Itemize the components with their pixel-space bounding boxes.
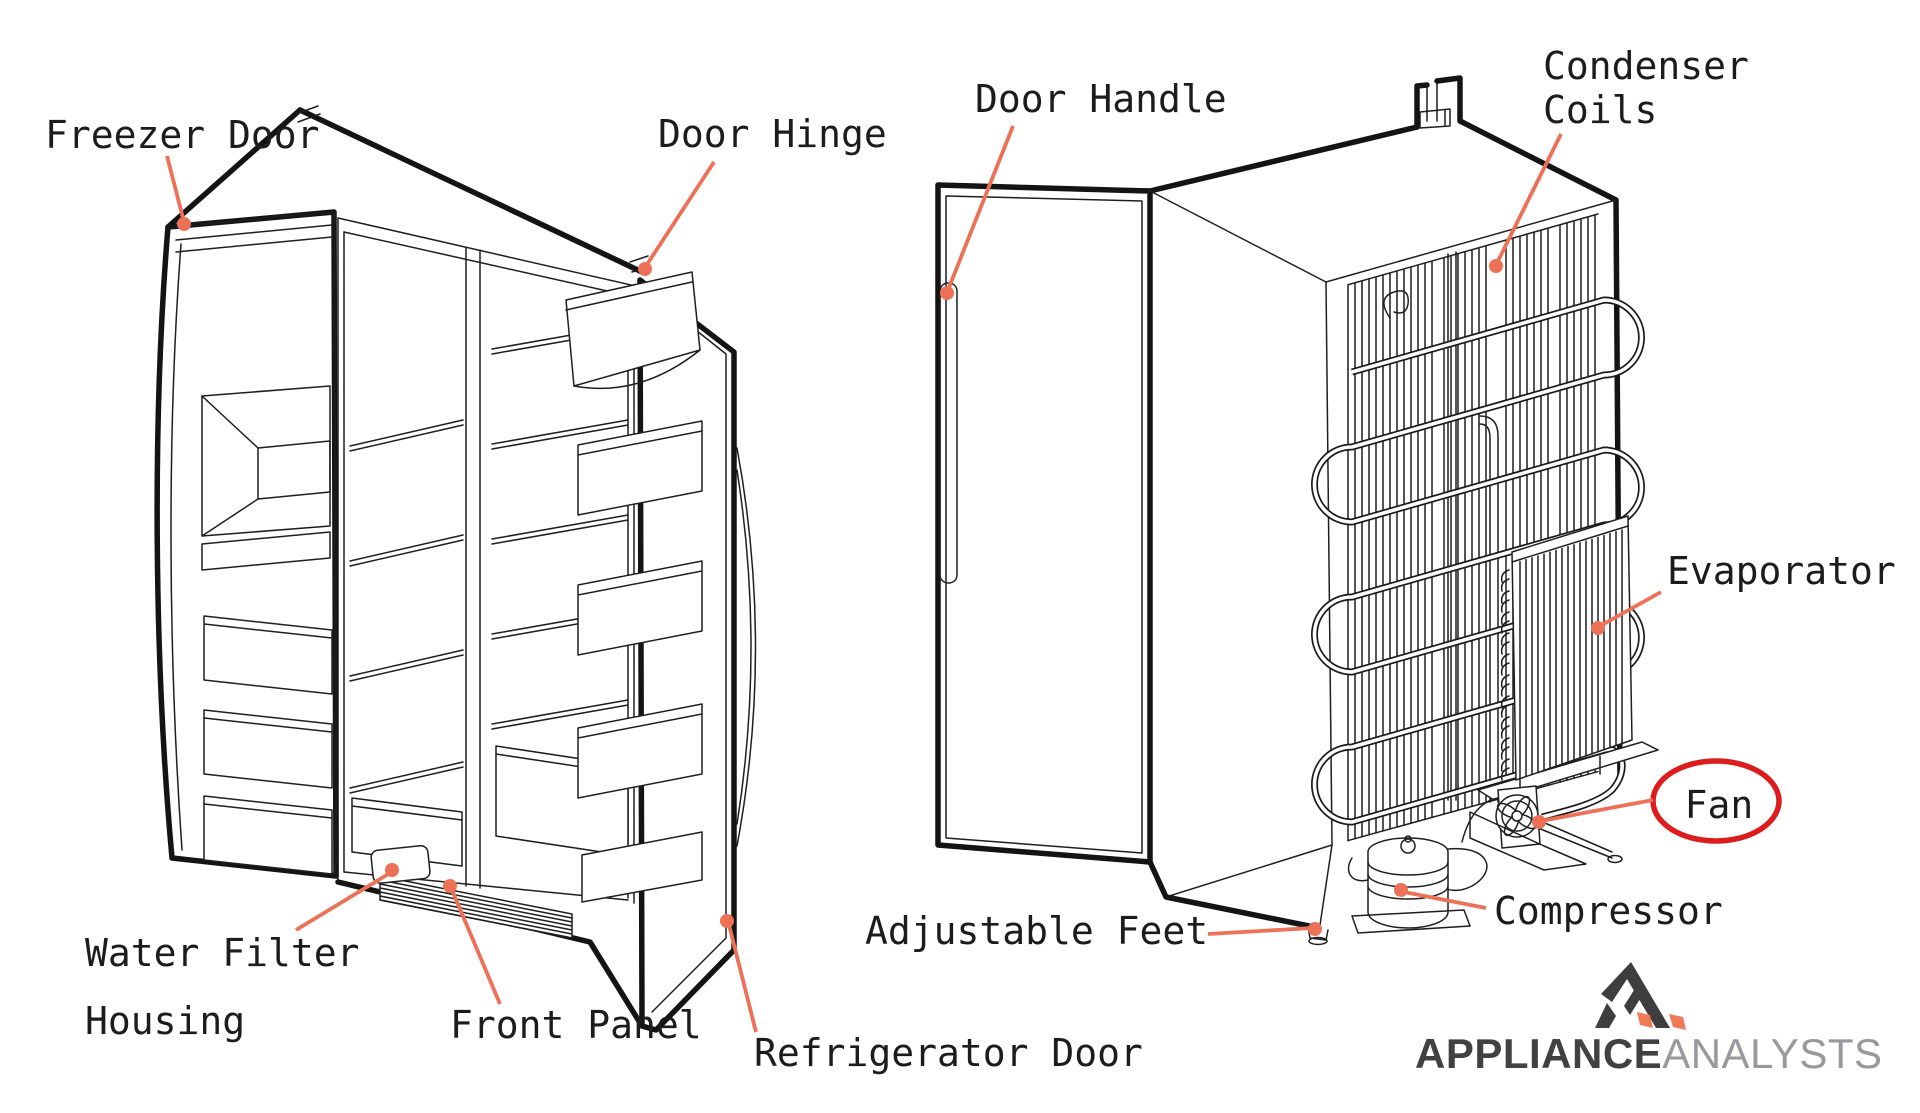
labels-layer: Freezer Door Door Hinge Door Handle Condens… [45,44,1896,1075]
water-line-pipes [1414,75,1463,130]
top-hinge [295,105,321,123]
leader-dot-refrigerator-door [720,914,734,928]
label-adjustable-feet: Adjustable Feet [865,909,1208,953]
label-refrigerator-door: Refrigerator Door [754,1031,1143,1075]
leader-dot-freezer-door [177,217,191,231]
door-handle-part [939,282,958,584]
logo-wordmark: APPLIANCEANALYSTS [1415,1030,1883,1077]
back-view-door [935,182,1153,865]
freezer-basket [351,797,463,867]
leader-dot-door-handle [940,286,954,300]
front-view-illustration [154,105,757,1033]
leader-line-refrigerator-door [727,924,758,1033]
leader-line-fan [1540,798,1654,823]
leader-line-evaporator [1599,590,1662,628]
label-compressor: Compressor [1494,889,1723,933]
leader-line-front-panel [450,889,502,1005]
refrigerator-door-bins [577,420,703,903]
leader-dot-door-hinge [638,262,652,276]
label-door-handle: Door Handle [975,77,1227,121]
leader-dot-evaporator [1591,621,1605,635]
appliance-analysts-logo: APPLIANCEANALYSTS [1415,962,1883,1077]
leader-line-condenser-coils [1495,133,1563,264]
fridge-shelves [491,324,629,730]
leader-line-compressor [1403,890,1487,910]
fan-part [1469,785,1623,871]
refrigerator-door [565,271,757,1033]
leader-line-water-filter-housing [295,871,391,932]
label-evaporator: Evaporator [1667,549,1896,593]
label-door-hinge: Door Hinge [658,112,887,156]
leader-line-adjustable-feet [1207,926,1313,936]
condenser-coils-part [1311,213,1645,842]
front-panel-grille [379,875,573,939]
leader-dot-compressor [1394,883,1408,897]
back-view-illustration [935,75,1659,946]
leader-dot-front-panel [443,879,457,893]
freezer-door-bins [203,615,333,875]
freezer-door [154,209,339,879]
leader-line-door-hinge [644,160,716,268]
evaporator-part [1477,515,1659,801]
leader-dot-fan [1532,815,1546,829]
label-freezer-door: Freezer Door [45,113,320,157]
compressor-part [1347,797,1499,934]
leader-dot-condenser-coils [1489,259,1503,273]
ice-bucket [565,271,701,390]
leader-dot-adjustable-feet [1308,922,1322,936]
leader-line-freezer-door [165,155,186,223]
label-fan: Fan [1685,783,1754,827]
logo-triangle-icon [1595,962,1686,1030]
freezer-shelves [349,419,464,794]
leader-line-door-handle [946,125,1015,291]
leader-dot-water-filter-housing [385,863,399,877]
dispenser-recess [201,385,331,537]
label-front-panel: Front Panel [450,1003,702,1047]
